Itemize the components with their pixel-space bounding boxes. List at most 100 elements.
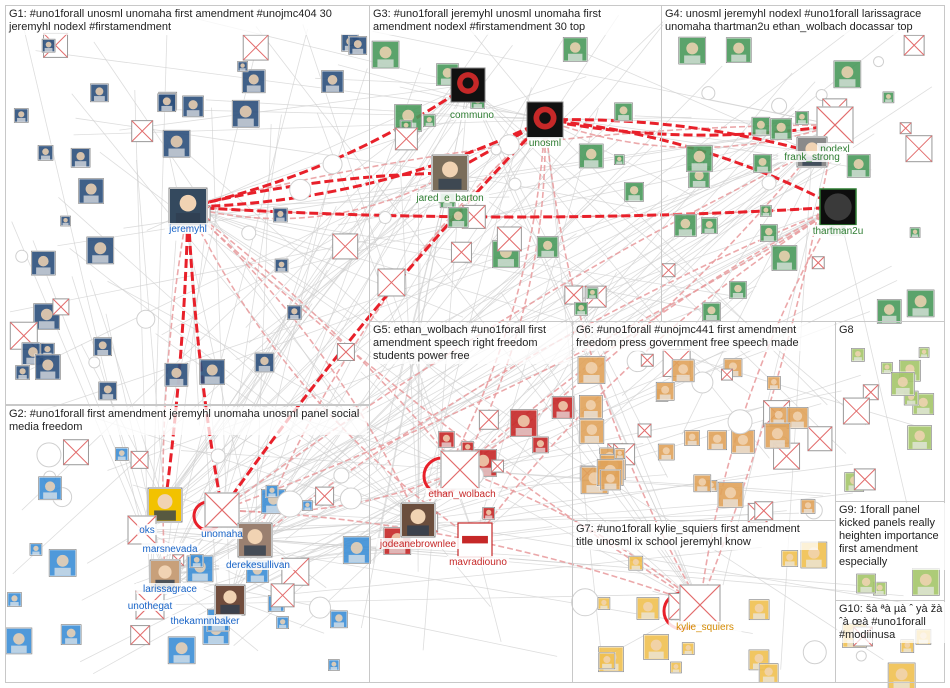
group-label-g3: G3: #uno1forall jeremyhl unosml unomaha … — [371, 7, 645, 35]
broken-image-node — [853, 468, 876, 491]
avatar-node — [578, 394, 604, 420]
broken-image-node — [242, 34, 269, 61]
faint-edge — [187, 76, 587, 208]
graph-node — [210, 448, 226, 464]
faint-edge — [187, 206, 354, 324]
broken-image-node — [130, 450, 149, 469]
group-label-g1: G1: #uno1forall unosml unomaha first ame… — [7, 7, 367, 35]
faint-edge — [9, 151, 813, 313]
group-panel-g7: G7: #uno1forall kylie_squiers first amen… — [572, 520, 836, 683]
faint-edge — [107, 280, 701, 606]
avatar-node — [766, 375, 782, 391]
hub-node-unosml — [526, 101, 564, 139]
avatar-node — [551, 395, 575, 420]
faint-edge — [187, 206, 200, 426]
broken-image-node — [903, 34, 925, 56]
avatar-node — [562, 36, 588, 63]
broken-image-node — [564, 285, 584, 305]
avatar-node — [89, 83, 110, 103]
avatar-node — [586, 287, 599, 300]
group-label-g5: G5: ethan_wolbach #uno1forall first amen… — [371, 323, 571, 364]
avatar-node — [274, 258, 289, 273]
hub-label-bg — [376, 538, 460, 549]
faint-edge — [164, 29, 308, 576]
broken-image-node — [315, 486, 335, 506]
faint-edge — [21, 84, 469, 511]
hub-label-bg — [410, 192, 490, 203]
avatar-node — [628, 555, 644, 571]
faint-edge — [255, 26, 701, 606]
group-panel-g3: G3: #uno1forall jeremyhl unosml unomaha … — [369, 5, 662, 322]
avatar-node — [677, 36, 707, 65]
hub-label-bg — [446, 556, 510, 567]
avatar-node — [850, 347, 866, 363]
avatar-node — [162, 129, 191, 158]
nodes-layer — [5, 32, 941, 688]
hub-label-unomaha: unomaha — [201, 529, 243, 540]
hub-label-bg — [141, 543, 199, 554]
hub-label-jodeane: jodeanebrownlee — [379, 539, 457, 550]
broken-image-node — [807, 426, 833, 452]
avatar-node — [758, 662, 779, 684]
avatar-node — [759, 204, 773, 218]
hub-node-kylie — [679, 584, 721, 626]
graph-node — [333, 467, 350, 484]
hub-label-unosml: unosml — [529, 138, 561, 149]
strong-edge — [220, 118, 547, 513]
avatar-node — [657, 443, 675, 461]
group-label-g6: G6: #uno1forall #unojmc441 first amendme… — [574, 323, 834, 351]
avatar-node — [909, 226, 921, 239]
faint-edge — [187, 206, 714, 313]
graph-node — [322, 154, 343, 175]
avatar-node — [671, 359, 695, 383]
faint-edge — [459, 469, 831, 495]
strong-edge — [186, 206, 228, 513]
faint-edge — [417, 81, 816, 521]
group-panel-g2: G2: #uno1forall first amendment jeremyhl… — [5, 405, 370, 683]
avatar-node — [437, 430, 456, 449]
avatar-node — [906, 289, 935, 318]
faint-edge — [187, 206, 464, 318]
avatar-node — [701, 302, 722, 322]
faint-edge — [417, 378, 423, 521]
hub-label-jared: jared_e_barton — [415, 193, 483, 204]
group-label-g9: G9: 1forall panel kicked panels really h… — [837, 503, 945, 570]
graph-node — [309, 596, 332, 619]
avatar-node — [422, 113, 436, 128]
avatar-node — [636, 596, 660, 621]
hub-label-mavradio: mavradiouno — [449, 557, 507, 568]
avatar-node — [642, 633, 670, 661]
faint-edge — [119, 84, 469, 131]
faint-edge — [621, 206, 839, 396]
broken-image-node — [52, 298, 70, 316]
avatar-node — [6, 591, 23, 608]
broken-image-node — [905, 135, 933, 163]
avatar-node — [509, 408, 539, 438]
mid-edge — [253, 119, 546, 542]
avatar-node — [764, 422, 791, 449]
mid-edge — [161, 206, 189, 577]
broken-image-node — [811, 256, 825, 270]
graph-node — [761, 175, 777, 191]
faint-edge — [180, 450, 461, 471]
broken-image-node — [640, 353, 654, 367]
faint-edge — [254, 503, 729, 541]
avatar-node — [598, 652, 616, 670]
faint-edge — [459, 72, 793, 471]
hub-label-bg — [137, 524, 157, 535]
avatar-node — [681, 641, 695, 656]
avatar-node — [70, 147, 91, 169]
graph-node — [490, 144, 502, 156]
avatar-node — [327, 658, 341, 672]
avatar-node — [320, 69, 345, 94]
hub-node-communo — [450, 67, 486, 103]
avatar-node — [114, 446, 130, 462]
hub-node-unomaha — [204, 492, 240, 528]
avatar-node — [573, 301, 589, 317]
avatar-node — [800, 498, 816, 515]
graph-node — [88, 356, 101, 369]
avatar-node — [752, 153, 773, 174]
group-panel-g1: G1: #uno1forall unosml unomaha first ame… — [5, 5, 370, 405]
graph-node — [815, 89, 828, 102]
faint-edge — [164, 311, 870, 576]
